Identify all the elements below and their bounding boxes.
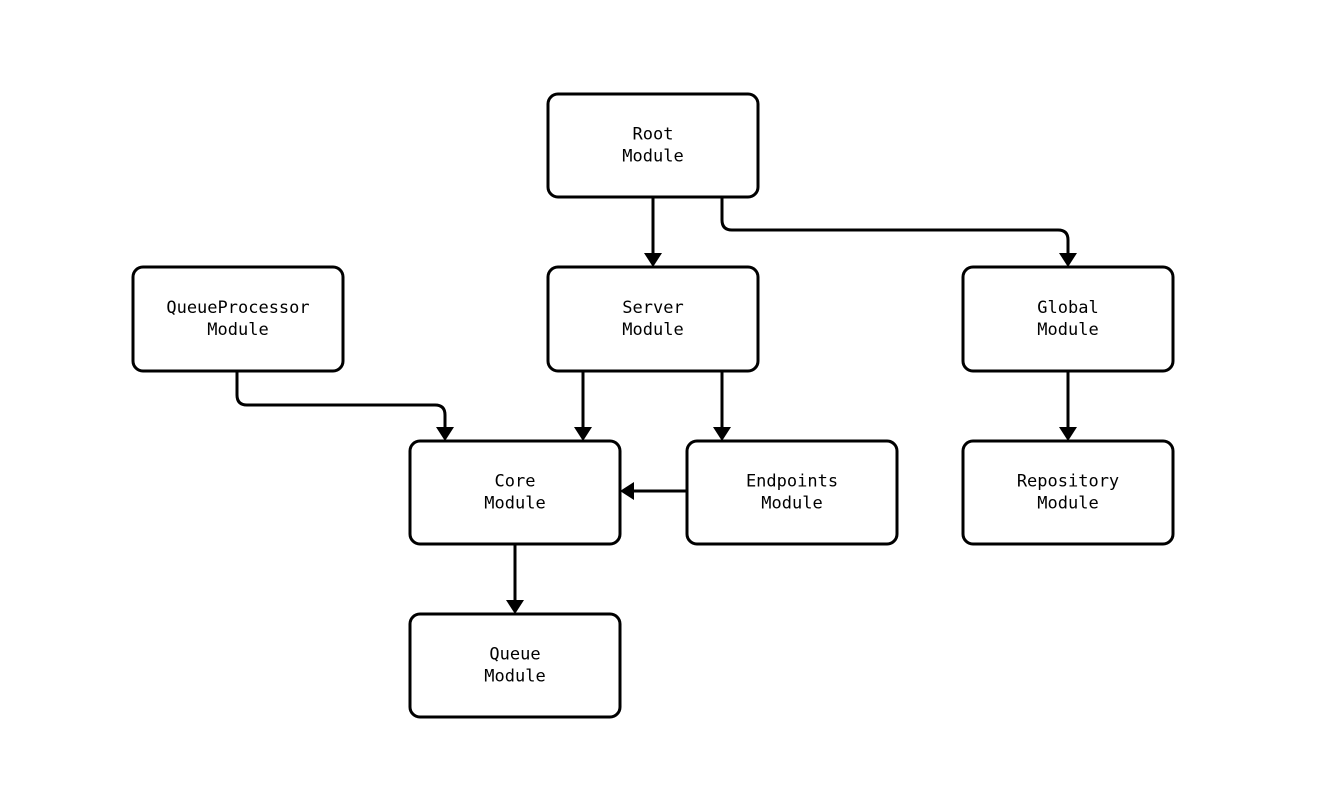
edge-arrowhead — [1059, 253, 1077, 267]
node-label-line2: Module — [484, 494, 545, 514]
edge-arrowhead — [644, 253, 662, 267]
edge-root-to-server — [644, 197, 662, 267]
nodes-layer: RootModuleQueueProcessorModuleServerModu… — [131, 92, 1175, 719]
edge-server-to-core — [574, 371, 592, 441]
node-label-line1: Root — [633, 125, 674, 145]
node-box[interactable] — [131, 265, 345, 373]
node-box[interactable] — [961, 439, 1175, 546]
node-box[interactable] — [408, 439, 622, 546]
node-label-line2: Module — [1037, 320, 1098, 340]
node-label-line2: Module — [484, 667, 545, 687]
edge-arrowhead — [436, 427, 454, 441]
node-label-line1: Queue — [489, 645, 540, 665]
edge-arrowhead — [713, 427, 731, 441]
edge-endpoints-to-core — [620, 482, 687, 500]
node-label-line1: QueueProcessor — [166, 298, 309, 318]
edges-layer — [235, 197, 1077, 614]
node-label-line1: Server — [622, 298, 683, 318]
edge-queueprocessor-to-core — [235, 371, 454, 441]
node-label-line2: Module — [622, 320, 683, 340]
node-box[interactable] — [408, 612, 622, 719]
node-label-line1: Endpoints — [746, 472, 838, 492]
node-label-line2: Module — [207, 320, 268, 340]
node-label-line1: Repository — [1017, 472, 1119, 492]
node-label-line1: Global — [1037, 298, 1098, 318]
node-box[interactable] — [961, 265, 1175, 373]
node-label-line2: Module — [1037, 494, 1098, 514]
edge-arrowhead — [1059, 427, 1077, 441]
edge-arrowhead — [574, 427, 592, 441]
edge-arrowhead — [620, 482, 634, 500]
node-label-line2: Module — [761, 494, 822, 514]
node-box[interactable] — [685, 439, 899, 546]
edge-arrowhead — [506, 600, 524, 614]
edge-server-to-endpoints — [713, 371, 731, 441]
node-label-line2: Module — [622, 147, 683, 167]
node-box[interactable] — [546, 92, 760, 199]
edge-root-to-global — [720, 197, 1077, 267]
node-box[interactable] — [546, 265, 760, 373]
edge-line — [720, 197, 1070, 255]
edge-global-to-repository — [1059, 371, 1077, 441]
edge-line — [235, 371, 447, 429]
edge-core-to-queue — [506, 544, 524, 614]
node-label-line1: Core — [495, 472, 536, 492]
